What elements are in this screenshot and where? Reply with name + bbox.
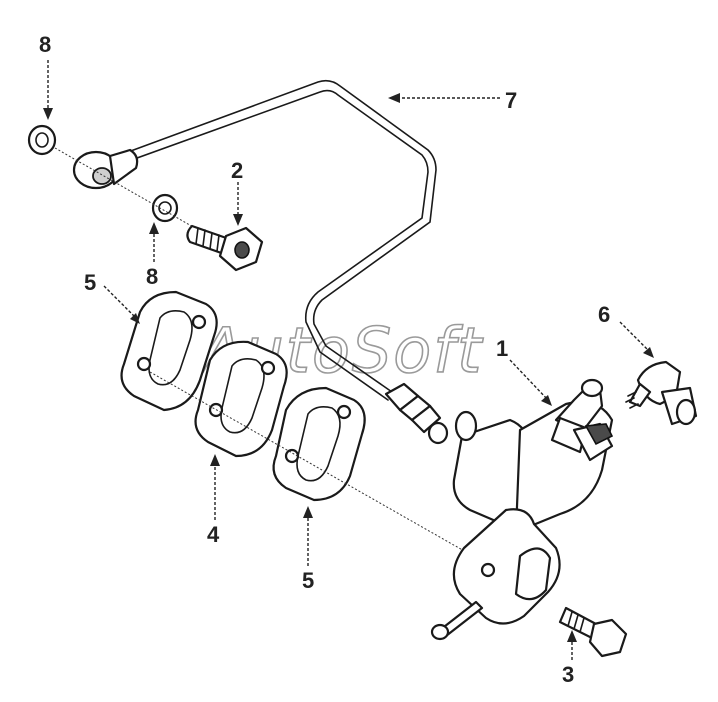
leader-lines <box>43 60 654 660</box>
gasket-4 <box>194 340 288 458</box>
callout-1: 1 <box>496 336 508 361</box>
callout-5-bottom: 5 <box>302 568 314 593</box>
banjo-bolt <box>186 224 264 272</box>
gasket-5-left <box>120 290 218 412</box>
gasket-5-right <box>272 386 366 502</box>
fuel-tube <box>72 79 449 445</box>
washer-bottom <box>151 193 179 223</box>
banjo-fitting <box>72 148 139 190</box>
callout-4: 4 <box>207 522 220 547</box>
callout-6: 6 <box>598 302 610 327</box>
callout-8-top: 8 <box>39 32 51 57</box>
callout-3: 3 <box>562 662 574 687</box>
washer-top <box>27 124 57 156</box>
callout-8-bottom: 8 <box>146 264 158 289</box>
mounting-bolt <box>558 606 628 658</box>
pump-body <box>430 378 614 641</box>
callout-5-left: 5 <box>84 270 96 295</box>
tube-nut <box>384 382 449 445</box>
callout-2: 2 <box>231 158 243 183</box>
callout-numbers: 8 8 2 7 5 4 5 1 6 3 <box>39 32 610 687</box>
callout-7: 7 <box>505 88 517 113</box>
elbow-fitting <box>625 360 698 426</box>
